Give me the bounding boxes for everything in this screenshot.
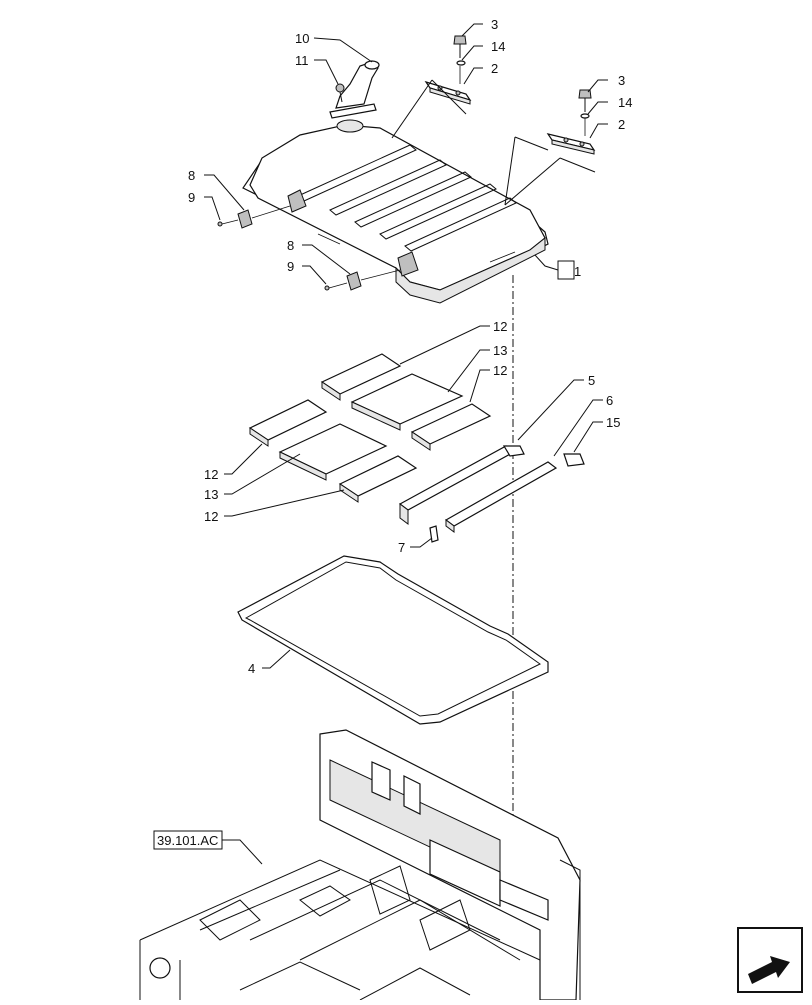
callout-1: 1	[574, 264, 581, 279]
callout-9a: 9	[188, 190, 195, 205]
machine-frame	[139, 729, 581, 1001]
callout-3a: 3	[491, 17, 498, 32]
callout-14b: 14	[618, 95, 632, 110]
callout-3b: 3	[618, 73, 625, 88]
callout-6: 6	[606, 393, 613, 408]
callout-14a: 14	[491, 39, 505, 54]
callout-2a: 2	[491, 61, 498, 76]
fuel-tank	[242, 119, 549, 304]
reference-label[interactable]: 39.101.AC	[157, 833, 218, 848]
callout-8b: 8	[287, 238, 294, 253]
callout-13a: 13	[493, 343, 507, 358]
arrow-next-page-icon[interactable]	[737, 927, 803, 993]
strap-assembly-right	[546, 89, 596, 155]
callout-12b: 12	[493, 363, 507, 378]
callout-8a: 8	[188, 168, 195, 183]
callout-12d: 12	[204, 509, 218, 524]
callout-10: 10	[295, 31, 309, 46]
callout-11: 11	[295, 53, 309, 68]
callout-4: 4	[248, 661, 255, 676]
callout-7: 7	[398, 540, 405, 555]
callout-13b: 13	[204, 487, 218, 502]
gasket-4	[237, 555, 549, 725]
bolt-11	[335, 83, 345, 103]
callout-2b: 2	[618, 117, 625, 132]
callout-15: 15	[606, 415, 620, 430]
strap-assembly-left	[424, 35, 472, 105]
callout-5: 5	[588, 373, 595, 388]
clip-8-upper	[217, 205, 291, 229]
callout-12a: 12	[493, 319, 507, 334]
filler-pipe	[329, 60, 380, 119]
clip-8-lower	[324, 269, 401, 291]
seal-strips	[398, 445, 585, 543]
callout-9b: 9	[287, 259, 294, 274]
callout-12c: 12	[204, 467, 218, 482]
